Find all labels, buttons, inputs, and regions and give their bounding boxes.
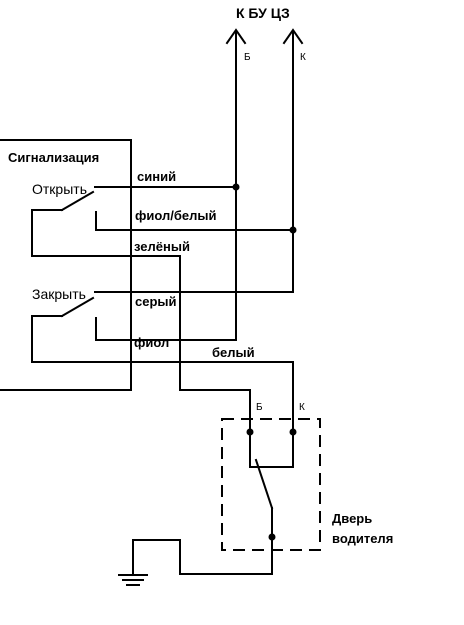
wire-white <box>31 361 294 433</box>
door-terminal-k: К <box>299 402 305 413</box>
wire-green <box>31 255 251 433</box>
door-label-line2: водителя <box>332 531 393 546</box>
wire-violet-white-label: фиол/белый <box>135 208 216 223</box>
alarm-block <box>0 139 132 391</box>
top-terminal-b: Б <box>244 52 251 63</box>
ground-icon <box>118 574 148 586</box>
arrow-up-icon <box>282 28 304 293</box>
diagram-title: К БУ ЦЗ <box>236 5 290 21</box>
alarm-title: Сигнализация <box>8 150 99 165</box>
wire-white-label: белый <box>212 345 255 360</box>
close-relay-contact <box>31 291 132 363</box>
wire-violet-label: фиол <box>134 335 169 350</box>
wire-grey-label: серый <box>135 294 177 309</box>
wire-green-label: зелёный <box>134 239 190 254</box>
junction-dot <box>232 183 240 191</box>
open-relay-label: Открыть <box>32 181 87 197</box>
open-relay-contact <box>31 186 132 257</box>
door-switch-dot <box>268 533 276 541</box>
top-terminal-k: К <box>300 52 306 63</box>
door-label-line1: Дверь <box>332 511 372 526</box>
door-terminal-b: Б <box>256 402 263 413</box>
junction-dot <box>289 226 297 234</box>
wire-blue-label: синий <box>137 169 176 184</box>
close-relay-label: Закрыть <box>32 286 86 302</box>
door-switch-contact <box>132 431 294 576</box>
